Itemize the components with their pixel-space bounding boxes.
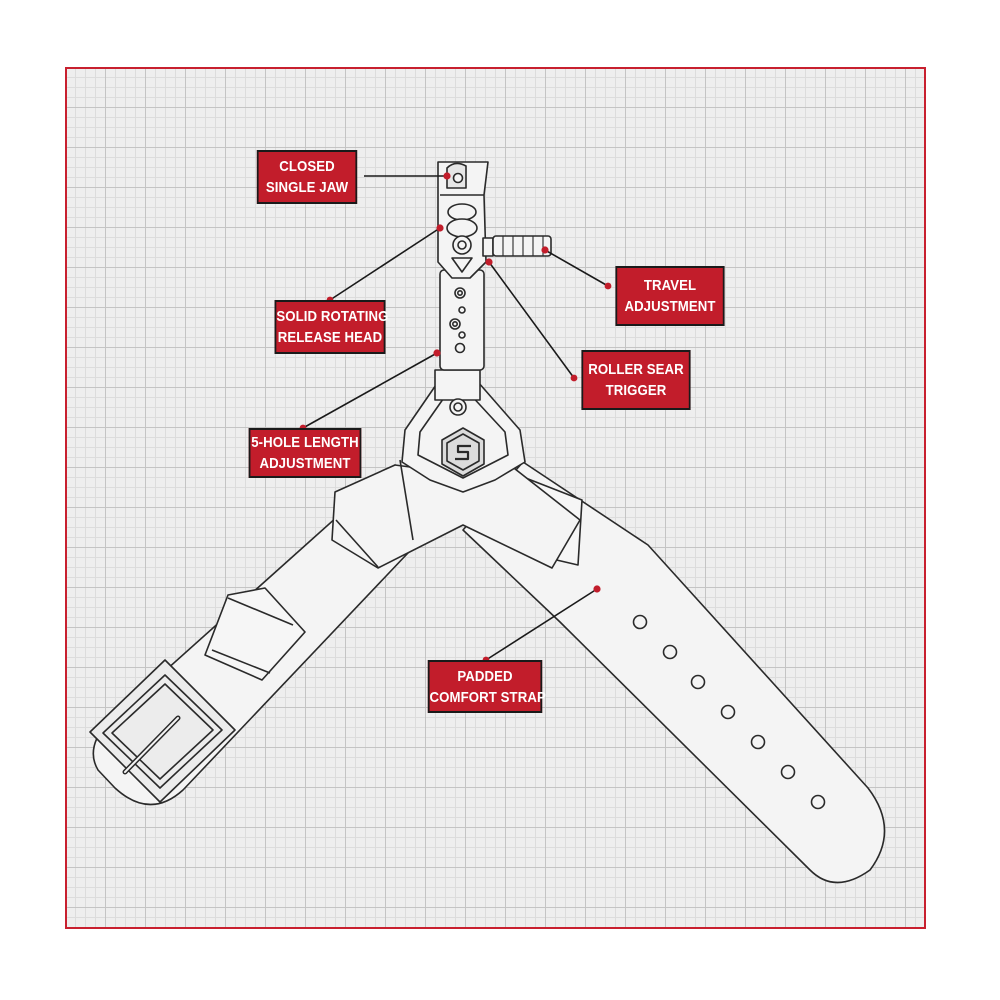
strap-hole [632,614,648,630]
leader-line-length-adjustment [302,352,438,429]
callout-line: CLOSED [279,158,335,175]
dot-roller-sear-label [570,374,578,382]
dot-closed-jaw [443,172,451,180]
strap-hole [750,734,766,750]
travel-adjustment-knob [482,235,552,257]
callout-roller-sear-trigger: ROLLER SEAR TRIGGER [581,350,691,410]
leader-line-travel-adjustment [544,249,609,287]
dot-travel-adjustment [541,246,549,254]
callout-line: ROLLER SEAR [588,361,684,378]
dot-release-head [436,224,444,232]
strap-hole [810,794,826,810]
callout-travel-adjustment: TRAVEL ADJUSTMENT [615,266,725,326]
dot-travel-adjustment-label [604,282,612,290]
callout-line: TRIGGER [605,382,667,399]
callout-line: TRAVEL [643,277,697,294]
brand-logo-icon [441,427,485,477]
callout-line: ADJUSTMENT [624,298,716,315]
callout-padded-comfort-strap: PADDED COMFORT STRAP [427,660,546,713]
strap-hole [720,704,736,720]
release-head [437,161,489,279]
callout-line: PADDED [457,667,513,685]
callout-line: RELEASE HEAD [277,329,383,346]
buckle-icon [89,659,236,803]
strap-hole [780,764,796,780]
leader-line-release-head [329,227,441,301]
leader-line-roller-sear [488,261,575,379]
callout-closed-single-jaw: CLOSED SINGLE JAW [256,150,358,204]
strap-hole [690,674,706,690]
dot-roller-sear [485,258,493,266]
callout-line: 5-HOLE LENGTH [251,434,359,451]
callout-line: ADJUSTMENT [259,455,351,472]
leader-lines [302,175,609,661]
strap-holes [632,614,826,810]
release-body [439,269,485,371]
callout-solid-rotating-release-head: SOLID ROTATING RELEASE HEAD [274,300,389,354]
callout-line: SOLID ROTATING [276,308,389,325]
dot-comfort-strap [593,585,601,593]
dot-length-adjustment [433,349,441,357]
callout-five-hole-length-adjustment: 5-HOLE LENGTH ADJUSTMENT [248,428,362,478]
leader-line-comfort-strap [485,588,598,661]
strap-hole [662,644,678,660]
callout-line: COMFORT STRAP [429,688,546,706]
callout-line: SINGLE JAW [265,179,349,196]
